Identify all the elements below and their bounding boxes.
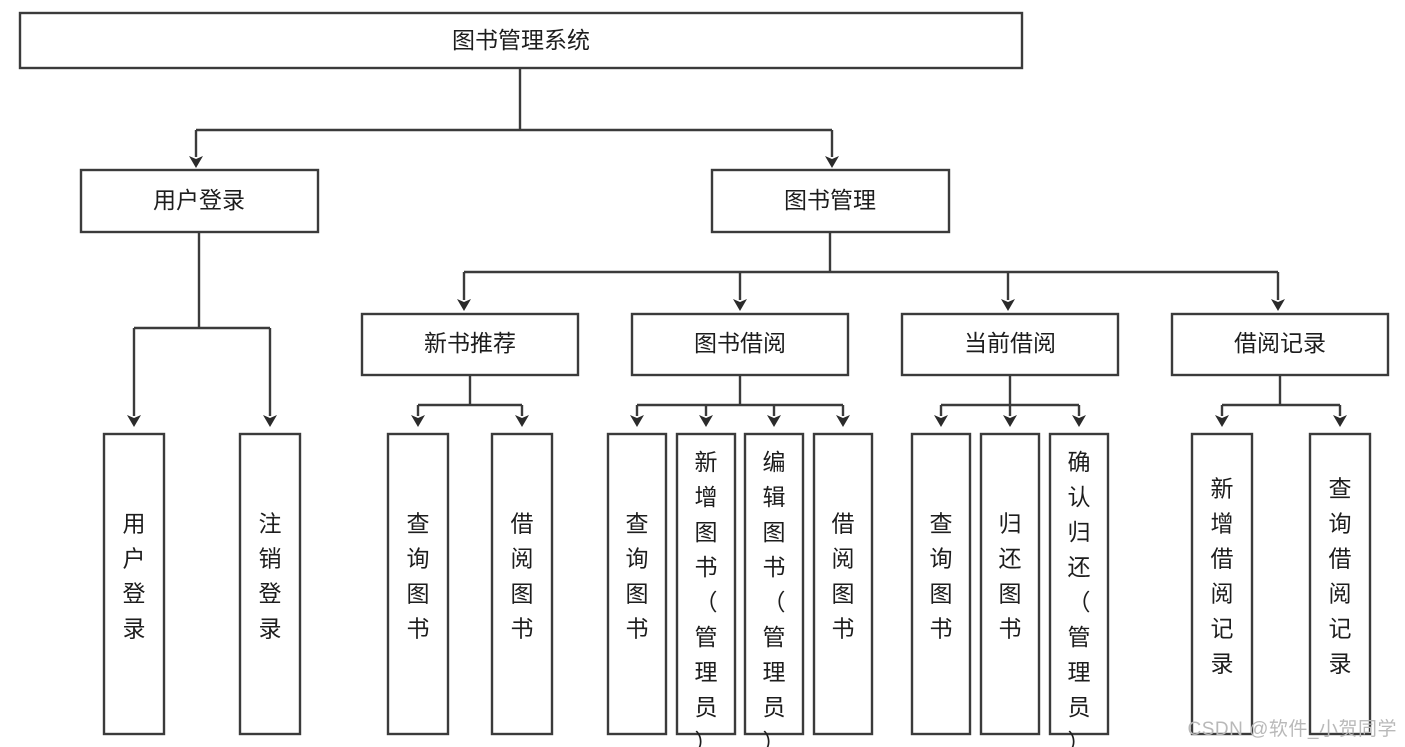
node-book-borrow[interactable]: 图书借阅 [630,312,850,377]
leaf-bb-add-book-box[interactable] [675,432,737,736]
leaf-node[interactable]: 新增借阅记录 [1190,432,1254,736]
node-user-login-box[interactable] [79,168,320,234]
leaf-bb-add-book-label: 新增图书（管理员） [695,449,718,747]
leaf-nb-borrow-book-label: 借阅图书 [511,511,534,642]
leaf-user-login-label: 用户登录 [123,511,146,642]
leaf-nb-query-book-box[interactable] [386,432,450,736]
node-book-manage-box[interactable] [710,168,951,234]
leaf-logout-label: 注销登录 [259,511,282,642]
leaf-br-add-record-box[interactable] [1190,432,1254,736]
node-borrow-record-label: 借阅记录 [1234,330,1326,356]
leaf-node[interactable]: 查询图书 [386,432,450,736]
node-user-login[interactable]: 用户登录 [79,168,320,234]
node-new-book-recommend-box[interactable] [360,312,580,377]
leaf-node[interactable]: 查询图书 [910,432,972,736]
leaf-cb-return-book-label: 归还图书 [999,511,1022,642]
edges-bookborrow-to-leaves [630,375,850,427]
leaf-node[interactable]: 确认归还（管理员） [1048,432,1110,747]
leaf-cb-query-book-label: 查询图书 [930,511,953,642]
node-current-borrow-label: 当前借阅 [964,330,1056,356]
leaf-node[interactable]: 归还图书 [979,432,1041,736]
node-book-manage[interactable]: 图书管理 [710,168,951,234]
node-current-borrow[interactable]: 当前借阅 [900,312,1120,377]
leaf-br-query-record-box[interactable] [1308,432,1372,736]
leaf-cb-return-book-box[interactable] [979,432,1041,736]
edges-newbook-to-leaves [411,375,529,427]
leaf-node[interactable]: 用户登录 [102,432,166,736]
leaf-logout-box[interactable] [238,432,302,736]
node-user-login-label: 用户登录 [153,187,245,213]
node-root-box[interactable] [18,11,1024,70]
leaf-cb-confirm-return-label: 确认归还（管理员） [1068,449,1091,747]
node-borrow-record[interactable]: 借阅记录 [1170,312,1390,377]
node-book-borrow-label: 图书借阅 [694,330,786,356]
edges-borrowrecord-to-leaves [1215,375,1347,427]
leaf-node[interactable]: 借阅图书 [490,432,554,736]
leaf-nb-query-book-label: 查询图书 [407,511,430,642]
leaf-node[interactable]: 查询图书 [606,432,668,736]
leaf-node[interactable]: 新增图书（管理员） [675,432,737,747]
leaf-bb-borrow-book-box[interactable] [812,432,874,736]
leaf-node[interactable]: 注销登录 [238,432,302,736]
leaf-node[interactable]: 编辑图书（管理员） [743,432,805,747]
edges-booksmanage-to-level2 [457,232,1285,311]
leaf-node[interactable]: 借阅图书 [812,432,874,736]
edges-userlogin-to-leaves [127,232,277,427]
leaf-br-add-record-label: 新增借阅记录 [1211,476,1234,677]
leaf-bb-query-book-label: 查询图书 [626,511,649,642]
leaf-node[interactable]: 查询借阅记录 [1308,432,1372,736]
node-book-manage-label: 图书管理 [784,187,876,213]
leaf-bb-borrow-book-label: 借阅图书 [832,511,855,642]
edges-root-to-level1 [189,68,839,168]
leaf-cb-confirm-return-box[interactable] [1048,432,1110,736]
leaf-cb-query-book-box[interactable] [910,432,972,736]
leaf-bb-query-book-box[interactable] [606,432,668,736]
leaf-br-query-record-label: 查询借阅记录 [1329,476,1352,677]
leaf-bb-edit-book-box[interactable] [743,432,805,736]
node-root-label: 图书管理系统 [452,27,590,53]
node-current-borrow-box[interactable] [900,312,1120,377]
node-root[interactable]: 图书管理系统 [18,11,1024,70]
leaf-user-login-box[interactable] [102,432,166,736]
leaf-bb-edit-book-label: 编辑图书（管理员） [763,449,786,747]
edges-currentborrow-to-leaves [934,375,1086,427]
leaf-nb-borrow-book-box[interactable] [490,432,554,736]
node-new-book-recommend[interactable]: 新书推荐 [360,312,580,377]
node-borrow-record-box[interactable] [1170,312,1390,377]
node-book-borrow-box[interactable] [630,312,850,377]
node-new-book-recommend-label: 新书推荐 [424,330,516,356]
